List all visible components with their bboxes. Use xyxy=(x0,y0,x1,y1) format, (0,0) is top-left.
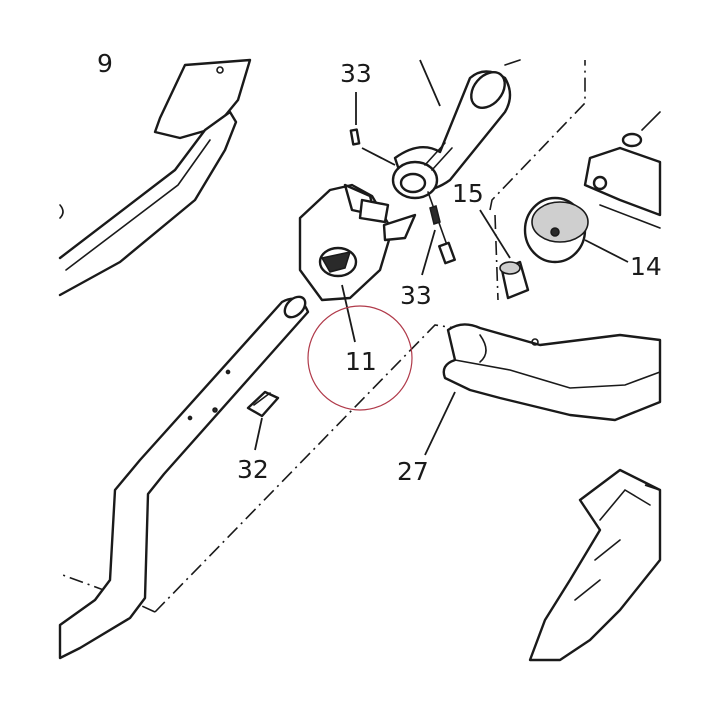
bar-end-hole xyxy=(550,227,560,237)
part-14-bar-end xyxy=(523,196,629,264)
lever-edge xyxy=(454,359,661,389)
centerline-bar-to-lever xyxy=(154,324,456,613)
lever-hole xyxy=(531,338,539,346)
fairing-panel xyxy=(528,468,662,662)
upper-lever-body xyxy=(583,146,662,217)
leader-15 xyxy=(479,209,511,259)
bracket-hole xyxy=(216,66,224,74)
part-15-bush xyxy=(479,209,530,300)
bracket-edge-mark xyxy=(59,204,64,219)
throttle-grip xyxy=(391,59,521,200)
highlight-circle xyxy=(307,305,413,411)
leader-33-bottom xyxy=(421,229,436,276)
leader-33-top-b xyxy=(361,147,396,166)
callout-32: 32 xyxy=(237,455,269,484)
bracket-arm xyxy=(58,110,238,297)
lever-pivot xyxy=(479,334,487,363)
callout-33-bottom: 33 xyxy=(400,281,432,310)
housing-lever xyxy=(358,198,390,224)
clip-body xyxy=(246,390,280,418)
grip-corner xyxy=(504,59,521,66)
callout-15: 15 xyxy=(452,179,484,208)
upper-lever-hole xyxy=(592,175,608,191)
grip-bore xyxy=(399,172,427,194)
cable-end xyxy=(438,241,456,265)
upper-right-lever xyxy=(583,111,662,229)
grip-ribs xyxy=(424,142,453,171)
handlebar-hole-3 xyxy=(187,415,193,421)
handlebar-hole-1 xyxy=(212,407,218,413)
part-9-bracket xyxy=(58,58,252,297)
handlebar-end xyxy=(283,295,307,319)
upper-lever-bolt xyxy=(641,111,661,131)
cable-sleeve xyxy=(429,205,441,225)
part-32-clip xyxy=(246,390,280,451)
leader-14 xyxy=(584,239,629,263)
screw-body xyxy=(349,128,361,146)
centerline-upper-right xyxy=(489,60,586,211)
lever-body xyxy=(442,323,662,422)
part-33-screw-top xyxy=(349,92,396,166)
callout-11: 11 xyxy=(345,347,377,376)
part-11-switch-housing xyxy=(298,183,417,343)
leader-27 xyxy=(424,391,456,456)
part-27-lever xyxy=(424,323,662,456)
bar-end-face xyxy=(531,201,589,243)
handlebar-hole-2 xyxy=(225,369,231,375)
callout-27: 27 xyxy=(397,457,429,486)
upper-lever-nut xyxy=(621,132,643,148)
handlebar xyxy=(58,295,310,660)
upper-lever-edge xyxy=(599,204,661,229)
grip-end xyxy=(470,71,506,109)
callout-9: 9 xyxy=(97,49,113,78)
leader-fairing xyxy=(644,484,661,491)
callout-14: 14 xyxy=(630,252,662,281)
bracket-arm-edge xyxy=(65,139,211,271)
housing-button-shade xyxy=(320,250,352,273)
callout-33-top: 33 xyxy=(340,59,372,88)
bush-top xyxy=(499,261,521,275)
fairing-body xyxy=(528,468,662,662)
leader-32 xyxy=(254,417,263,451)
fairing-ribs xyxy=(574,488,651,601)
leader-11 xyxy=(341,284,356,343)
housing-tab xyxy=(382,213,417,242)
clip-slot xyxy=(253,392,271,406)
grip-leader xyxy=(419,59,441,107)
part-33-cable xyxy=(421,191,456,276)
